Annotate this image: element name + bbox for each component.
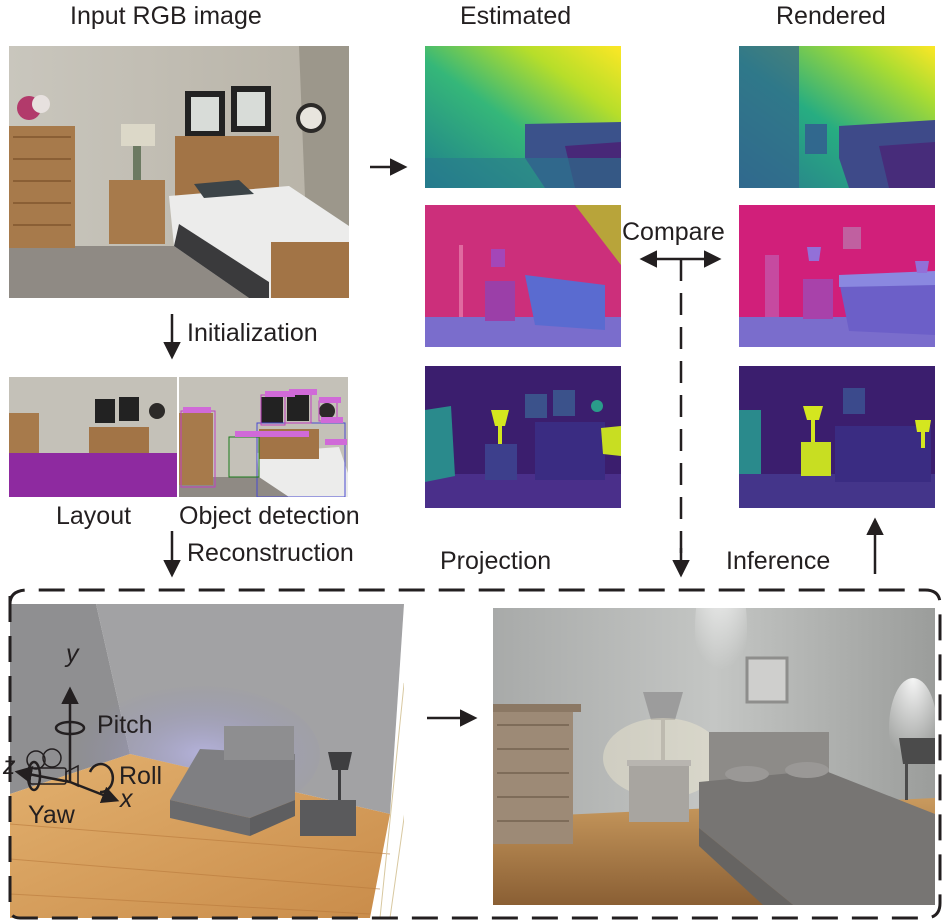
axis-label-z: z	[3, 752, 16, 780]
rendered-scene-image	[493, 608, 935, 905]
estimated-normal-map	[425, 205, 621, 347]
step-inference: Inference	[726, 547, 831, 575]
axis-label-roll: Roll	[119, 762, 163, 790]
rendered-depth-map	[739, 46, 935, 188]
estimated-depth-map	[425, 46, 621, 188]
step-initialization: Initialization	[187, 319, 318, 347]
axis-label-yaw: Yaw	[28, 801, 75, 829]
header-estimated: Estimated	[460, 2, 572, 30]
estimated-segmentation-map	[425, 366, 621, 508]
axis-label-y: y	[66, 640, 79, 668]
label-layout: Layout	[56, 502, 132, 530]
rendered-segmentation-map	[739, 366, 935, 508]
axis-label-x: x	[120, 785, 133, 813]
step-projection: Projection	[440, 547, 552, 575]
object-detection-image	[179, 377, 348, 497]
label-object-detection: Object detection	[179, 502, 360, 530]
input-rgb-image	[9, 46, 349, 298]
layout-image	[9, 377, 177, 497]
step-compare: Compare	[622, 218, 725, 246]
rendered-normal-map	[739, 205, 935, 347]
step-reconstruction: Reconstruction	[187, 539, 354, 567]
header-input-rgb: Input RGB image	[70, 2, 262, 30]
header-rendered: Rendered	[776, 2, 886, 30]
axis-label-pitch: Pitch	[97, 711, 153, 739]
